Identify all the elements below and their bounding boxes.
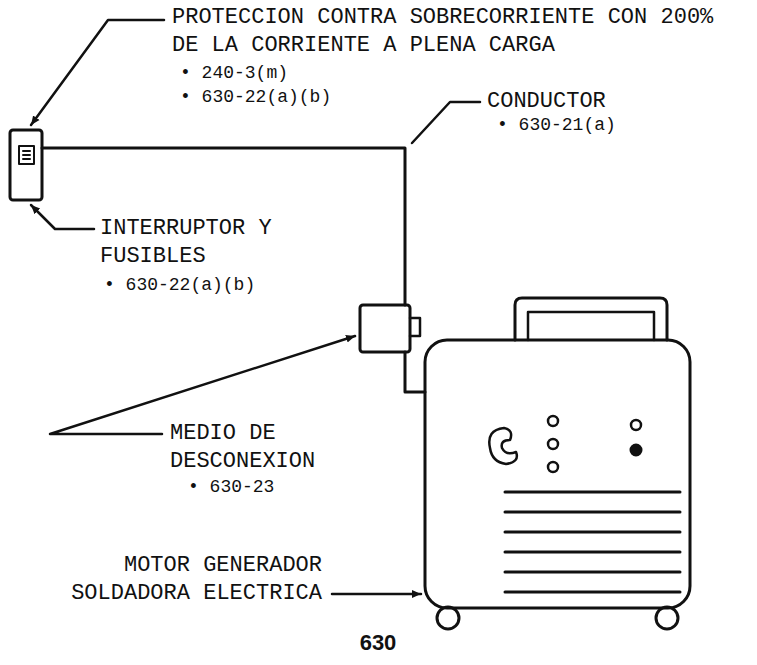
welder-body	[425, 340, 690, 608]
figure-number: 630	[328, 630, 428, 656]
welder-handle	[515, 298, 667, 340]
code-reference: • 630-22(a)(b)	[104, 274, 304, 296]
welder-wire	[405, 352, 425, 392]
code-reference: • 630-23	[188, 476, 348, 498]
callout-label: MEDIO DE DESCONEXION	[170, 420, 330, 476]
leader-line	[31, 20, 164, 125]
panel-box	[10, 130, 42, 200]
fuse-symbol	[19, 146, 34, 164]
leader-line	[50, 336, 355, 434]
wheel	[656, 607, 678, 629]
disconnect-handle	[410, 318, 420, 336]
code-reference: • 630-22(a)(b)	[180, 86, 380, 108]
callout-label: INTERRUPTOR Y FUSIBLES	[100, 215, 290, 271]
control-dial	[489, 428, 517, 464]
wheel	[437, 607, 459, 629]
callout-label: MOTOR GENERADOR SOLDADORA ELECTRICA	[60, 552, 322, 608]
conductor-wire	[42, 148, 405, 305]
callout-label: CONDUCTOR	[487, 88, 687, 116]
leader-line	[332, 593, 421, 596]
leader-line	[412, 102, 480, 143]
code-reference: • 630-21(a)	[497, 114, 697, 136]
disconnect-box	[360, 305, 410, 352]
leader-line	[31, 205, 94, 229]
heading-note: PROTECCION CONTRA SOBRECORRIENTE CON 200…	[172, 4, 742, 60]
code-reference: • 240-3(m)	[180, 62, 380, 84]
